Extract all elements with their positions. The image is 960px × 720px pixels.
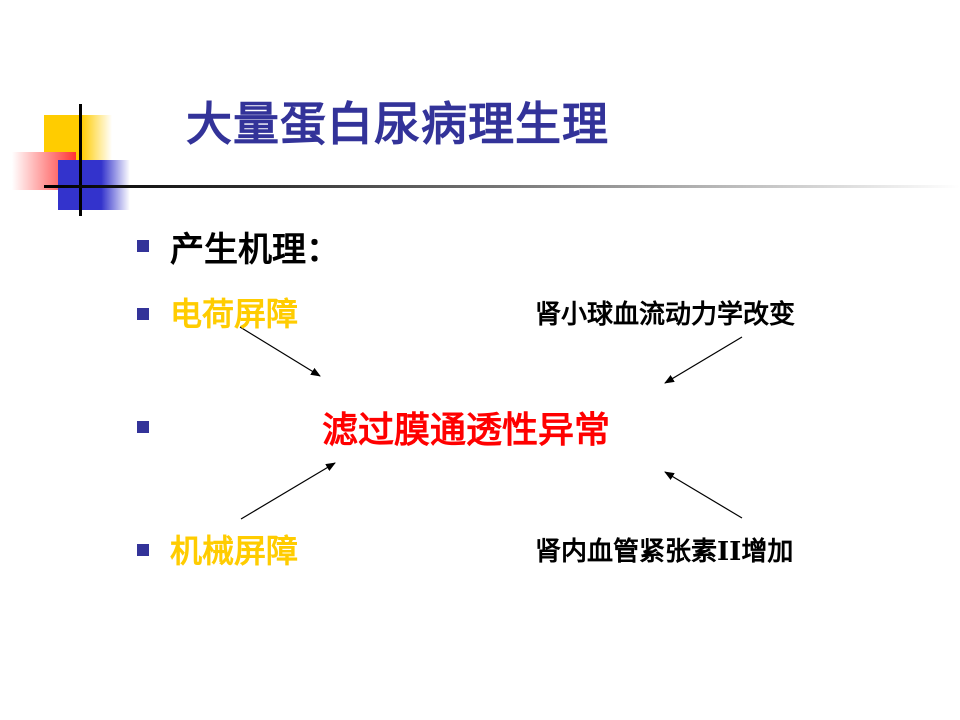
- arrow-angiotensin-to-filtration: [664, 471, 743, 519]
- bullet-1: [137, 240, 149, 252]
- arrow-mechanical-to-filtration: [240, 462, 336, 520]
- angiotensin-label: 肾内血管紧张素II增加: [535, 537, 794, 567]
- bullet-2: [137, 308, 149, 320]
- vertical-line: [79, 104, 82, 216]
- arrow-charge-to-filtration: [239, 326, 321, 377]
- bullet-3: [137, 421, 149, 433]
- hemodynamics-label: 肾小球血流动力学改变: [535, 300, 796, 330]
- bullet-4: [137, 544, 149, 556]
- mechanical-barrier-label: 机械屏障: [170, 532, 299, 570]
- slide-title: 大量蛋白尿病理生理: [186, 97, 609, 151]
- charge-barrier-label: 电荷屏障: [170, 295, 299, 333]
- filtration-label: 滤过膜通透性异常: [322, 410, 611, 451]
- heading-mechanism: 产生机理：: [170, 230, 340, 270]
- horizontal-rule: [44, 185, 960, 188]
- arrow-hemodynamics-to-filtration: [664, 336, 743, 384]
